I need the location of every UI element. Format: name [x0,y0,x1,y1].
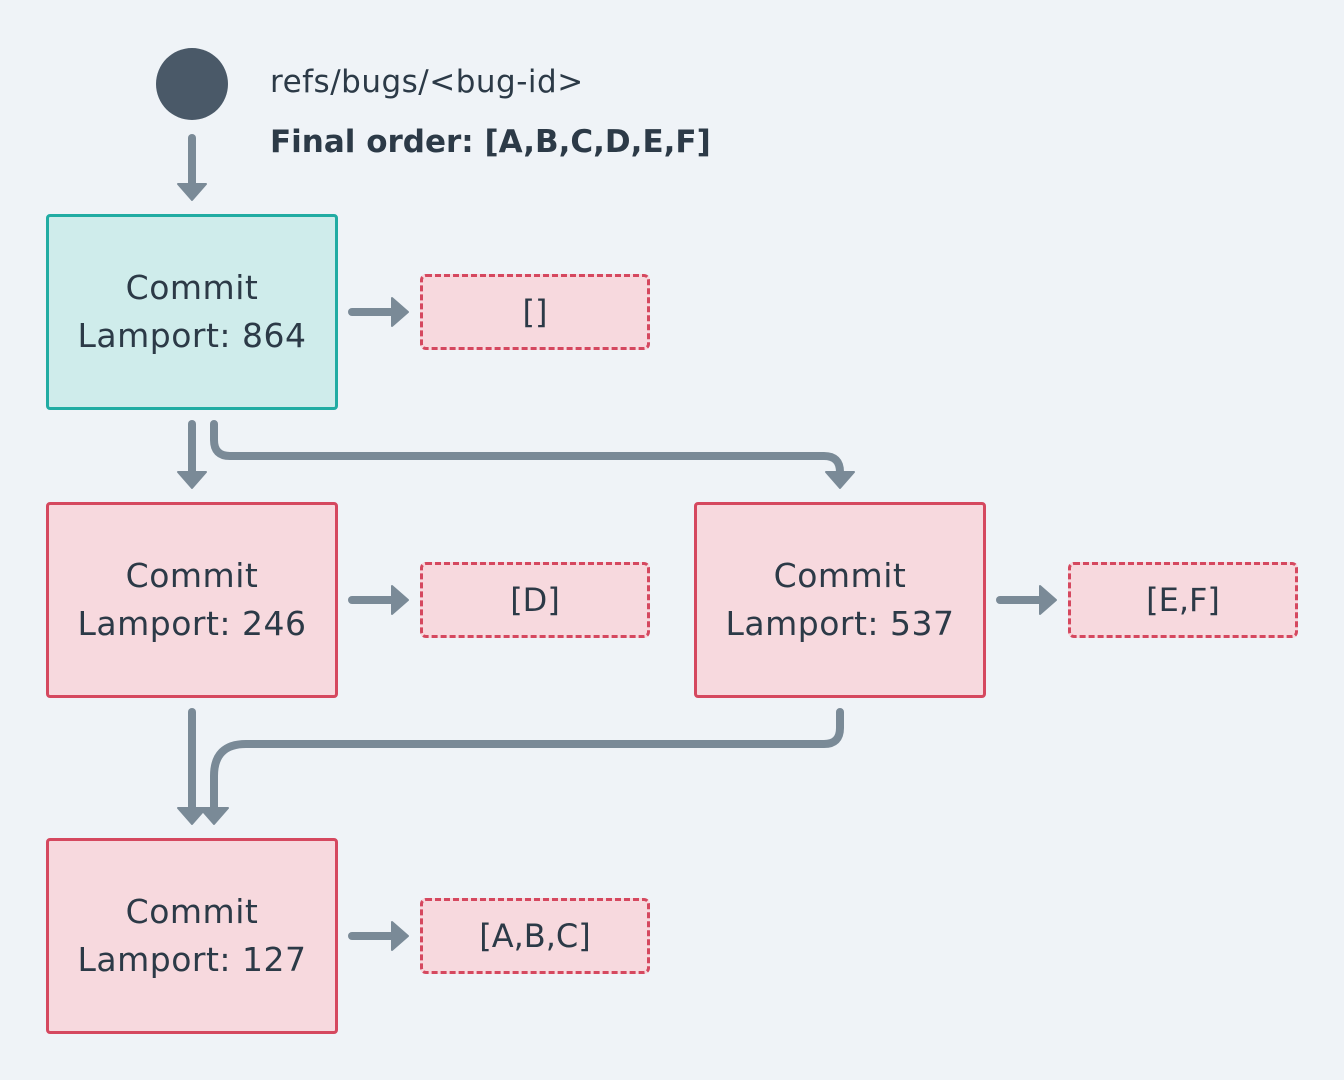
ops-label: [A,B,C] [479,917,591,955]
ops-label: [E,F] [1146,581,1220,619]
ref-label: refs/bugs/<bug-id> [270,64,584,100]
commit-node-864[interactable]: Commit Lamport: 864 [46,214,338,410]
ops-box-127: [A,B,C] [420,898,650,974]
commit-title: Commit [125,556,259,595]
commit-title: Commit [125,892,259,931]
commit-lamport: Lamport: 864 [77,316,307,355]
arrowhead [391,921,409,951]
arrowhead [199,807,229,825]
commit-node-246[interactable]: Commit Lamport: 246 [46,502,338,698]
arrowhead [391,585,409,615]
commit-title: Commit [125,268,259,307]
arrowhead [177,471,207,489]
ops-box-537: [E,F] [1068,562,1298,638]
ops-label: [] [522,293,548,331]
commit-lamport: Lamport: 537 [725,604,955,643]
final-order-label: Final order: [A,B,C,D,E,F] [270,124,711,160]
arrowhead [177,183,207,201]
commit-node-127[interactable]: Commit Lamport: 127 [46,838,338,1034]
commit-node-537[interactable]: Commit Lamport: 537 [694,502,986,698]
commit-title: Commit [773,556,907,595]
arrowhead [391,297,409,327]
arrowhead [1039,585,1057,615]
ref-head-dot [156,48,228,120]
arrowhead [825,471,855,489]
commit-lamport: Lamport: 246 [77,604,307,643]
commit-lamport: Lamport: 127 [77,940,307,979]
ops-box-246: [D] [420,562,650,638]
arrowhead [177,807,207,825]
ops-box-864: [] [420,274,650,350]
edge-864-to-537 [210,420,844,476]
edge-537-to-127 [210,708,844,812]
ops-label: [D] [510,581,560,619]
